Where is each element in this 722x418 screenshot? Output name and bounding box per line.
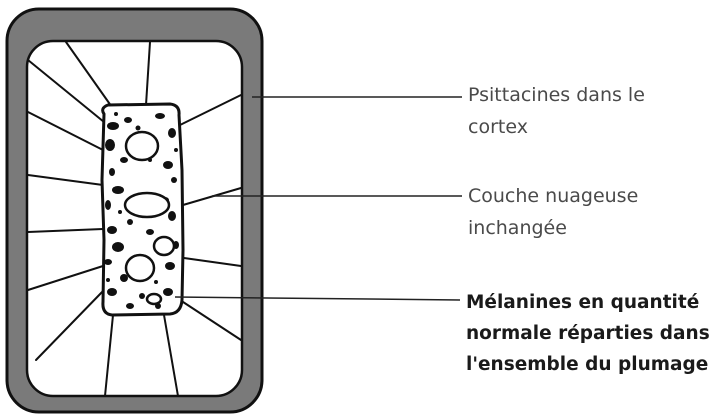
melanin-label-line-2: normale réparties dans — [466, 318, 710, 349]
cloud-layer-label: Couche nuageuse inchangée — [468, 180, 638, 244]
cloud-layer-label-line-2: inchangée — [468, 212, 638, 244]
cortex-label-line-2: cortex — [468, 111, 645, 143]
cortex-label: Psittacines dans le cortex — [468, 79, 645, 143]
cortex-label-line-1: Psittacines dans le — [468, 79, 645, 111]
melanin-label-line-3: l'ensemble du plumage — [466, 349, 710, 380]
melanin-label: Mélanines en quantité normale réparties … — [466, 287, 710, 380]
melanin-label-line-1: Mélanines en quantité — [466, 287, 710, 318]
cloud-layer-label-line-1: Couche nuageuse — [468, 180, 638, 212]
